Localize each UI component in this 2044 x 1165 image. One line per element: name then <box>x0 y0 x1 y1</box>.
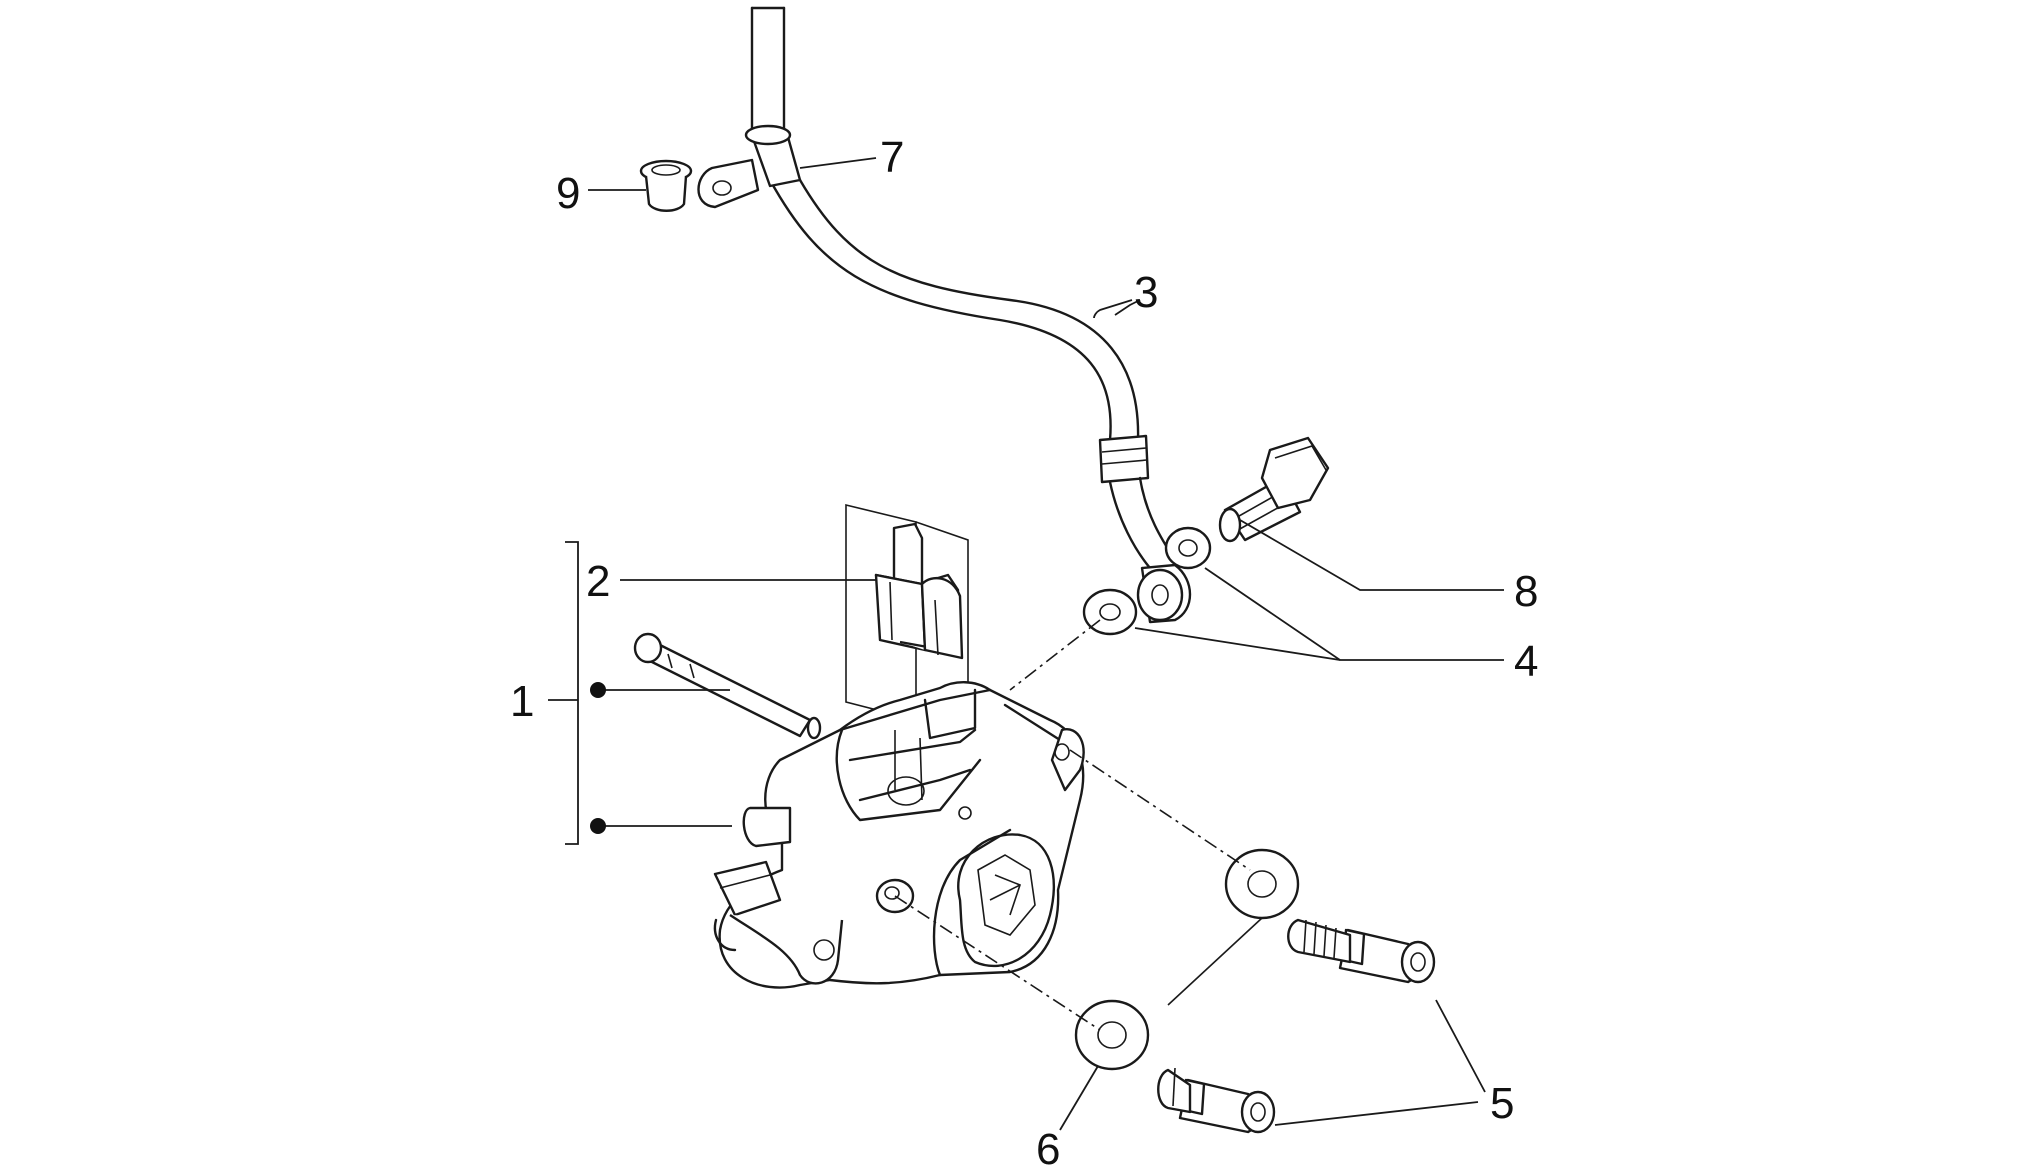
grommet <box>639 159 693 212</box>
callout-label-5: 5 <box>1490 1079 1514 1128</box>
callout-label-8: 8 <box>1514 567 1538 616</box>
callout-dot-bleed-screw <box>590 818 606 834</box>
callout-label-7: 7 <box>880 133 904 182</box>
mounting-washer-lower <box>1074 999 1150 1071</box>
banjo-bolt <box>1218 436 1330 543</box>
caliper-guide-pin <box>633 632 822 740</box>
mounting-washer-upper <box>1224 848 1300 920</box>
callout-label-3: 3 <box>1134 268 1158 317</box>
brake-hose <box>750 6 1177 570</box>
callout-label-6: 6 <box>1036 1125 1060 1165</box>
hose-clamp <box>697 124 802 209</box>
leader-lines <box>548 157 1504 1131</box>
mounting-bolt-upper <box>1287 918 1436 984</box>
callout-dot-guide-pin <box>590 682 606 698</box>
callout-label-1: 1 <box>510 677 534 726</box>
callout-label-4: 4 <box>1514 637 1538 686</box>
mounting-bolt-lower <box>1157 1067 1276 1134</box>
assembly-centerlines <box>894 619 1263 1031</box>
callout-label-2: 2 <box>586 557 610 606</box>
banjo-fitting <box>1082 563 1192 636</box>
copper-washer-upper <box>1164 526 1212 570</box>
caliper-body <box>713 681 1085 989</box>
callout-label-9: 9 <box>556 169 580 218</box>
